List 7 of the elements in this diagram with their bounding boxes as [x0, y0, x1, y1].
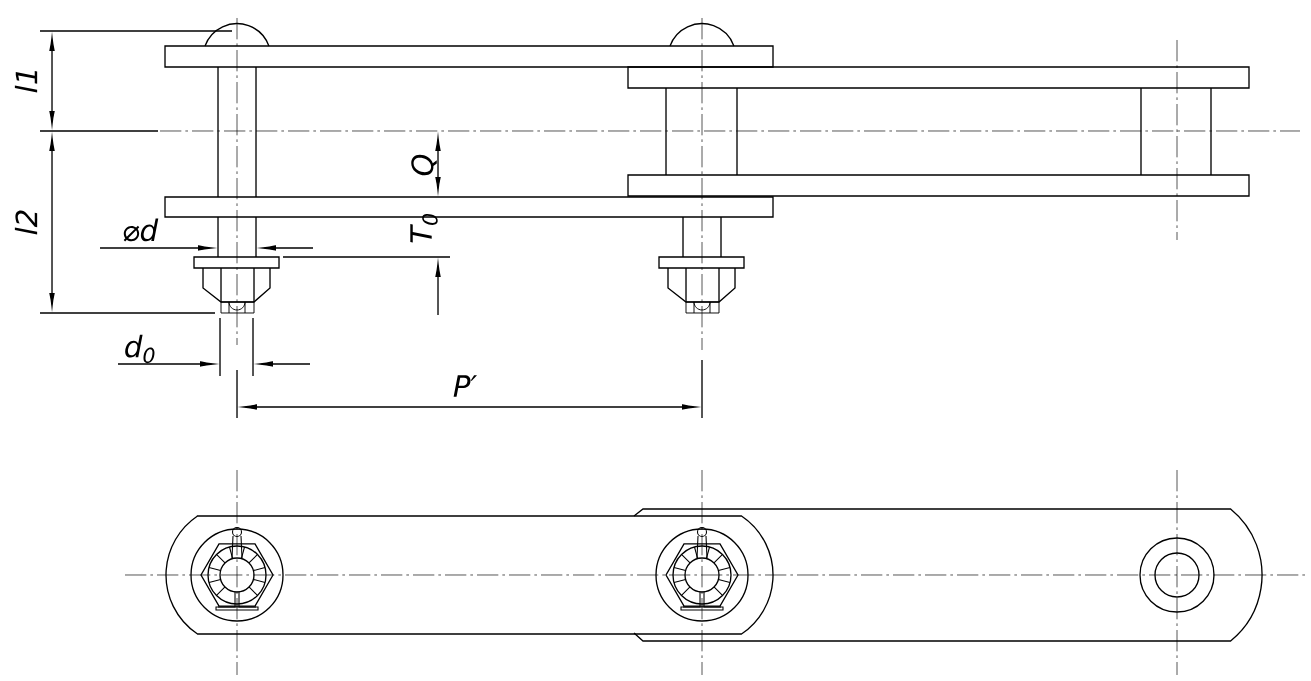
dimension-label: T$_{0}$ — [410, 213, 438, 243]
dimension-label: ⌀d — [123, 218, 159, 242]
dimension-label: l1 — [14, 71, 38, 93]
dimension-label: P′ — [453, 375, 477, 397]
dimension-label: d$_{0}$ — [125, 334, 155, 364]
dimension-label: l2 — [14, 210, 38, 235]
dimension-label: Q — [411, 154, 437, 176]
